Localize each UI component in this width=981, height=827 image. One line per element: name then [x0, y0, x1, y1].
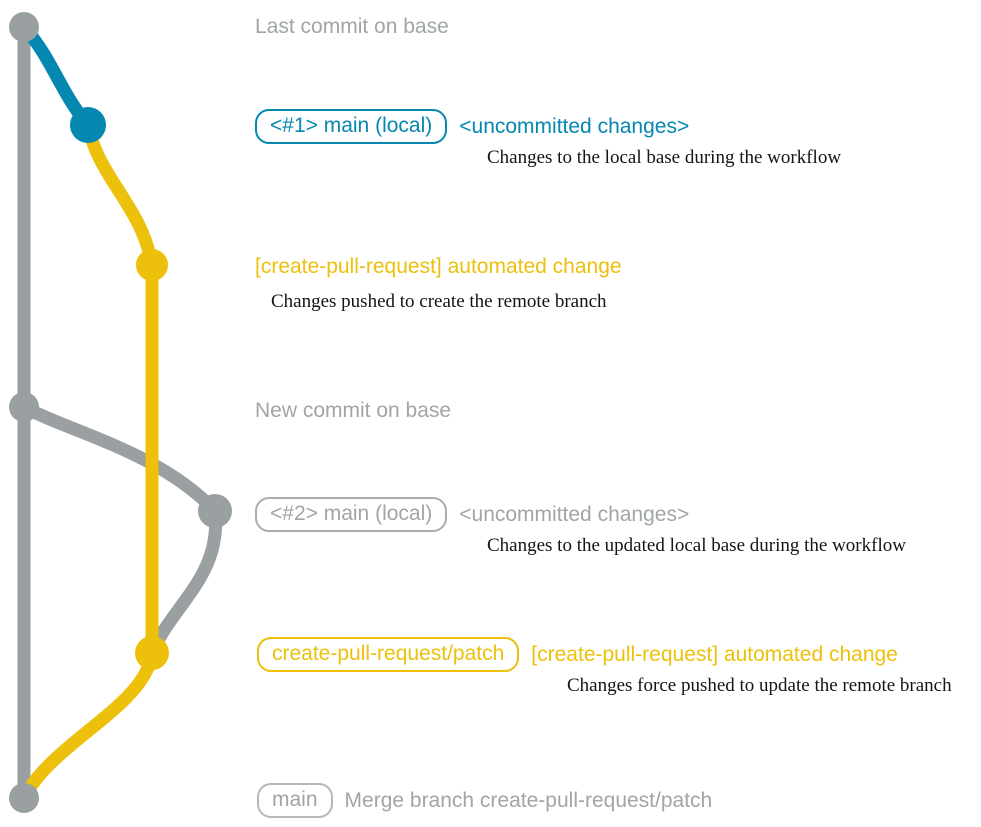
remote2-to-merge-line: [17, 646, 159, 805]
local-commit-1-node[interactable]: [70, 107, 106, 143]
note-remote-create: Changes pushed to create the remote bran…: [271, 291, 607, 312]
remote-commit-2-node[interactable]: [135, 636, 169, 670]
subject-local-2: <uncommitted changes>: [459, 503, 690, 526]
entry-merge: main Merge branch create-pull-request/pa…: [257, 783, 712, 818]
subject-merge: Merge branch create-pull-request/patch: [344, 789, 713, 812]
local2-to-remote2-line: [145, 504, 223, 660]
local-commit-2-node[interactable]: [198, 494, 232, 528]
badge-local-2[interactable]: <#2> main (local): [255, 497, 448, 532]
entry-local-1: <#1> main (local) <uncommitted changes>: [255, 109, 689, 144]
base-head-node[interactable]: [9, 12, 39, 42]
merge-commit-node[interactable]: [9, 783, 39, 813]
base-to-local2-line: [17, 400, 222, 518]
note-local-1: Changes to the local base during the wor…: [487, 147, 842, 168]
local1-to-remote1-line: [81, 118, 159, 272]
entry-remote-update: create-pull-request/patch [create-pull-r…: [257, 637, 898, 672]
subject-remote-update: [create-pull-request] automated change: [531, 643, 898, 666]
badge-local-1[interactable]: <#1> main (local): [255, 109, 448, 144]
note-local-2: Changes to the updated local base during…: [487, 535, 906, 556]
headline-remote-create: [create-pull-request] automated change: [255, 255, 622, 278]
entry-local-2: <#2> main (local) <uncommitted changes>: [255, 497, 689, 532]
headline-new-commit-on-base: New commit on base: [255, 399, 452, 422]
note-remote-update: Changes force pushed to update the remot…: [567, 675, 952, 696]
subject-local-1: <uncommitted changes>: [459, 115, 690, 138]
remote-commit-1-node[interactable]: [136, 249, 168, 281]
badge-remote-patch-branch[interactable]: create-pull-request/patch: [257, 637, 520, 672]
base-new-commit-node[interactable]: [9, 392, 39, 422]
headline-last-commit-on-base: Last commit on base: [255, 15, 449, 38]
badge-main-branch[interactable]: main: [257, 783, 333, 818]
